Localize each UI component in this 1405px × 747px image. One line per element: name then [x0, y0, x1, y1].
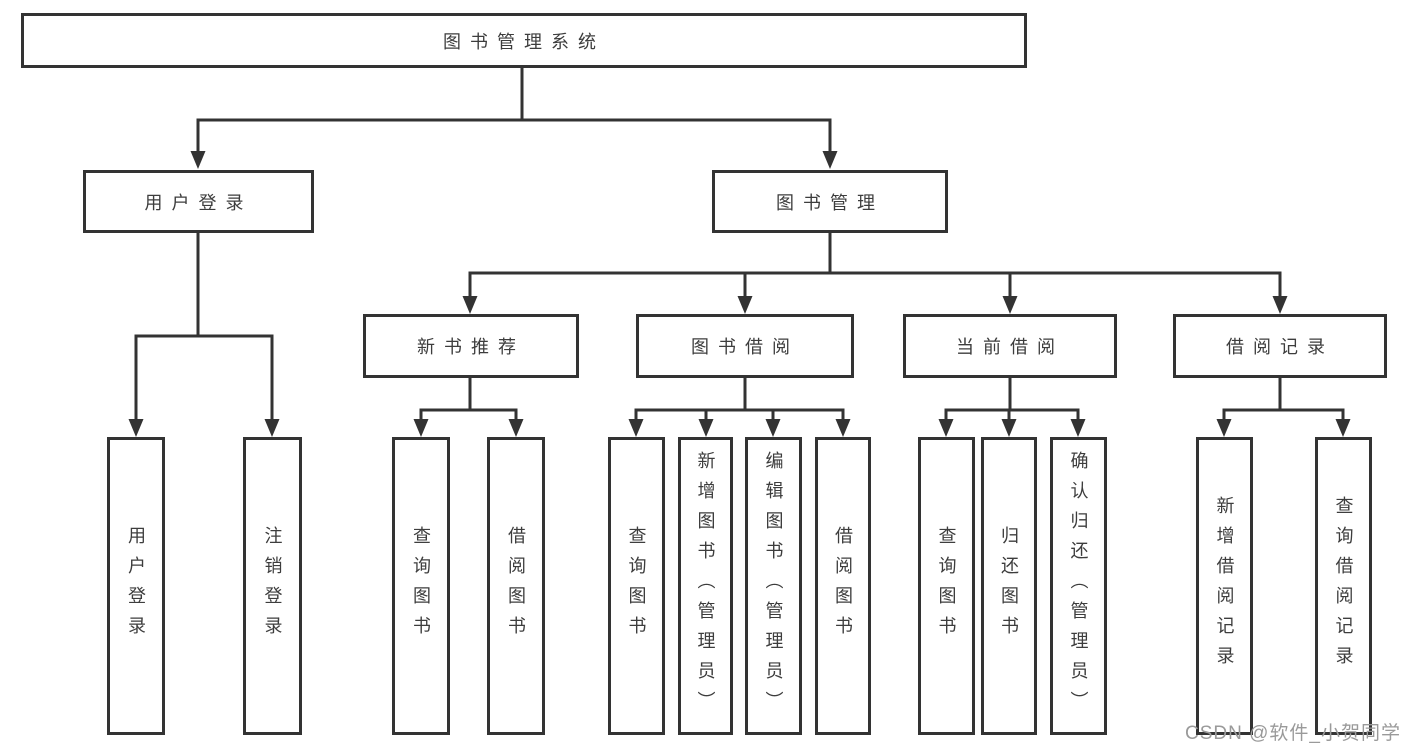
- node-book-borrowing: 图书借阅: [636, 314, 854, 378]
- node-library-system: 图书管理系统: [21, 13, 1027, 68]
- node-user-login: 用户登录: [83, 170, 314, 233]
- node-book-management: 图书管理: [712, 170, 948, 233]
- node-borrowing-records: 借阅记录: [1173, 314, 1387, 378]
- leaf-query-books-recommend: 查询图书: [392, 437, 450, 735]
- leaf-logout: 注销登录: [243, 437, 302, 735]
- csdn-watermark: CSDN @软件_小贺同学: [1185, 723, 1401, 744]
- leaf-edit-books-admin: 编辑图书（管理员）: [745, 437, 802, 735]
- leaf-return-books: 归还图书: [981, 437, 1037, 735]
- connector-curborrow-children: [944, 376, 1080, 422]
- connector-root-to-level1: [196, 64, 832, 154]
- leaf-add-borrow-record: 新增借阅记录: [1196, 437, 1253, 735]
- connector-records-children: [1222, 376, 1345, 422]
- connector-newbook-children: [419, 376, 518, 422]
- leaf-borrow-books-recommend: 借阅图书: [487, 437, 545, 735]
- leaf-user-login: 用户登录: [107, 437, 165, 735]
- leaf-query-borrow-record: 查询借阅记录: [1315, 437, 1372, 735]
- leaf-add-books-admin: 新增图书（管理员）: [678, 437, 733, 735]
- node-current-borrowing: 当前借阅: [903, 314, 1117, 378]
- leaf-confirm-return-admin: 确认归还（管理员）: [1050, 437, 1107, 735]
- leaf-borrow-books: 借阅图书: [815, 437, 871, 735]
- leaf-query-books-borrow: 查询图书: [608, 437, 665, 735]
- connector-userlogin-children: [134, 232, 274, 422]
- leaf-query-books-current: 查询图书: [918, 437, 975, 735]
- connector-bookborrow-children: [634, 376, 845, 422]
- node-new-book-recommendation: 新书推荐: [363, 314, 579, 378]
- connector-bookmgmt-sections: [468, 232, 1282, 299]
